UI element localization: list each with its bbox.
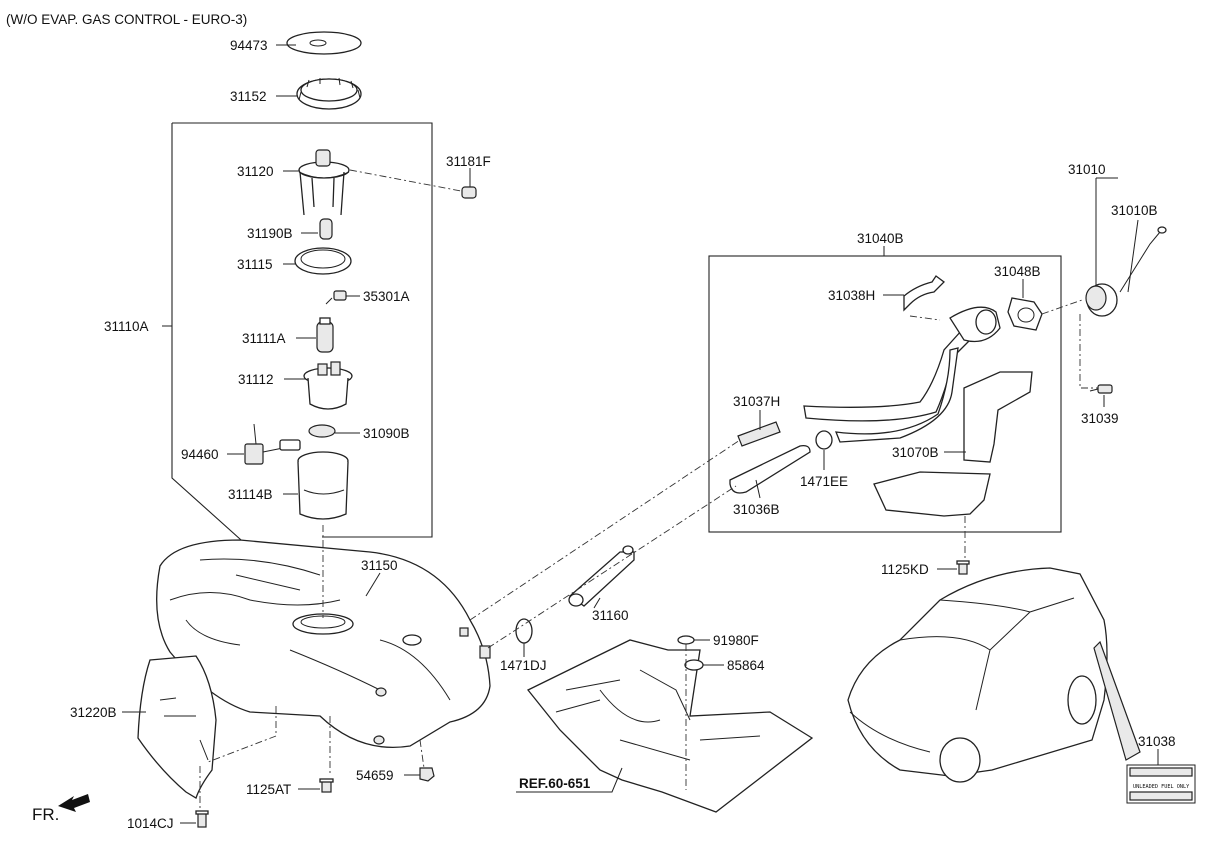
part-label-1125at: 1125AT bbox=[246, 782, 291, 797]
part-label-31111a: 31111A bbox=[242, 331, 286, 346]
pump-inlet-filter bbox=[319, 218, 333, 240]
part-label-1471dj: 1471DJ bbox=[500, 658, 547, 673]
fuel-reservoir-cup bbox=[297, 451, 349, 520]
part-label-31220b: 31220B bbox=[70, 705, 117, 720]
part-label-31152: 31152 bbox=[230, 89, 267, 104]
pump-assembly-frame bbox=[171, 122, 433, 549]
part-label-1471ee: 1471EE bbox=[800, 474, 848, 489]
part-label-31036b: 31036B bbox=[733, 502, 780, 517]
bolt-1125at bbox=[319, 778, 334, 793]
part-label-31114b: 31114B bbox=[228, 487, 273, 502]
part-label-31090b: 31090B bbox=[363, 426, 410, 441]
clamp-1471ee bbox=[815, 430, 833, 450]
part-label-31040b: 31040B bbox=[857, 231, 904, 246]
part-label-31037h: 31037H bbox=[733, 394, 780, 409]
filler-hose bbox=[729, 444, 811, 494]
part-label-1014cj: 1014CJ bbox=[127, 816, 174, 831]
part-label-31150: 31150 bbox=[361, 558, 398, 573]
part-label-31010: 31010 bbox=[1068, 162, 1106, 177]
part-label-31010b: 31010B bbox=[1111, 203, 1158, 218]
part-label-31181f: 31181F bbox=[446, 154, 491, 169]
breather-hose bbox=[903, 275, 945, 312]
filler-protector-cover bbox=[873, 371, 1033, 517]
part-label-94473: 94473 bbox=[230, 38, 268, 53]
floor-plug-large bbox=[684, 659, 704, 671]
part-label-31070b: 31070B bbox=[892, 445, 939, 460]
part-label-1125kd: 1125KD bbox=[881, 562, 929, 577]
part-label-31115: 31115 bbox=[237, 257, 273, 272]
filler-neck-assembly-frame bbox=[708, 255, 1062, 533]
filler-screw bbox=[1089, 384, 1113, 394]
part-label-31112: 31112 bbox=[238, 372, 274, 387]
part-label-35301a: 35301A bbox=[363, 289, 410, 304]
fuel-connector bbox=[461, 186, 477, 199]
bolt-1125kd bbox=[956, 560, 970, 575]
pump-cover-plate bbox=[286, 31, 362, 55]
front-direction-arrow-icon bbox=[58, 794, 90, 812]
hose-joint bbox=[737, 421, 781, 447]
part-label-31039: 31039 bbox=[1081, 411, 1119, 426]
fuel-label-text: UNLEADED FUEL ONLY bbox=[1133, 784, 1190, 790]
pressure-regulator bbox=[325, 290, 347, 305]
fuel-pump-module bbox=[298, 149, 350, 216]
part-label-91980f: 91980F bbox=[713, 633, 759, 648]
pump-gasket bbox=[294, 247, 352, 275]
fuel-tank bbox=[156, 539, 491, 749]
fuel-filter-housing bbox=[303, 361, 353, 410]
filler-gasket bbox=[1007, 297, 1043, 331]
part-label-31190b: 31190B bbox=[247, 226, 293, 241]
fuel-cap bbox=[1085, 226, 1167, 317]
lock-ring bbox=[296, 77, 362, 110]
part-label-31120: 31120 bbox=[237, 164, 274, 179]
floor-plug-small bbox=[677, 635, 695, 645]
vehicle-silhouette bbox=[847, 567, 1141, 783]
part-label-31110a: 31110A bbox=[104, 319, 149, 334]
floor-panel bbox=[526, 639, 814, 813]
part-label-31160: 31160 bbox=[592, 608, 629, 623]
part-label-31038: 31038 bbox=[1138, 734, 1176, 749]
fuel-level-sender bbox=[244, 423, 301, 465]
filler-pipe-hose bbox=[568, 545, 635, 607]
part-label-31038h: 31038H bbox=[828, 288, 875, 303]
diagram-title: (W/O EVAP. GAS CONTROL - EURO-3) bbox=[6, 12, 247, 27]
check-valve bbox=[308, 424, 336, 438]
fuel-pump-motor bbox=[316, 317, 334, 353]
front-direction-label: FR. bbox=[32, 805, 59, 824]
fuel-information-label: UNLEADED FUEL ONLY bbox=[1126, 764, 1196, 804]
nut-54659 bbox=[419, 767, 435, 782]
reference-label: REF.60-651 bbox=[519, 776, 591, 791]
part-label-54659: 54659 bbox=[356, 768, 394, 783]
part-label-85864: 85864 bbox=[727, 658, 765, 673]
bolt-1014cj bbox=[195, 810, 209, 828]
hose-clamp bbox=[515, 618, 533, 644]
part-label-31048b: 31048B bbox=[994, 264, 1041, 279]
heat-protector bbox=[137, 655, 217, 799]
filler-neck bbox=[803, 306, 1001, 443]
part-label-94460: 94460 bbox=[181, 447, 219, 462]
